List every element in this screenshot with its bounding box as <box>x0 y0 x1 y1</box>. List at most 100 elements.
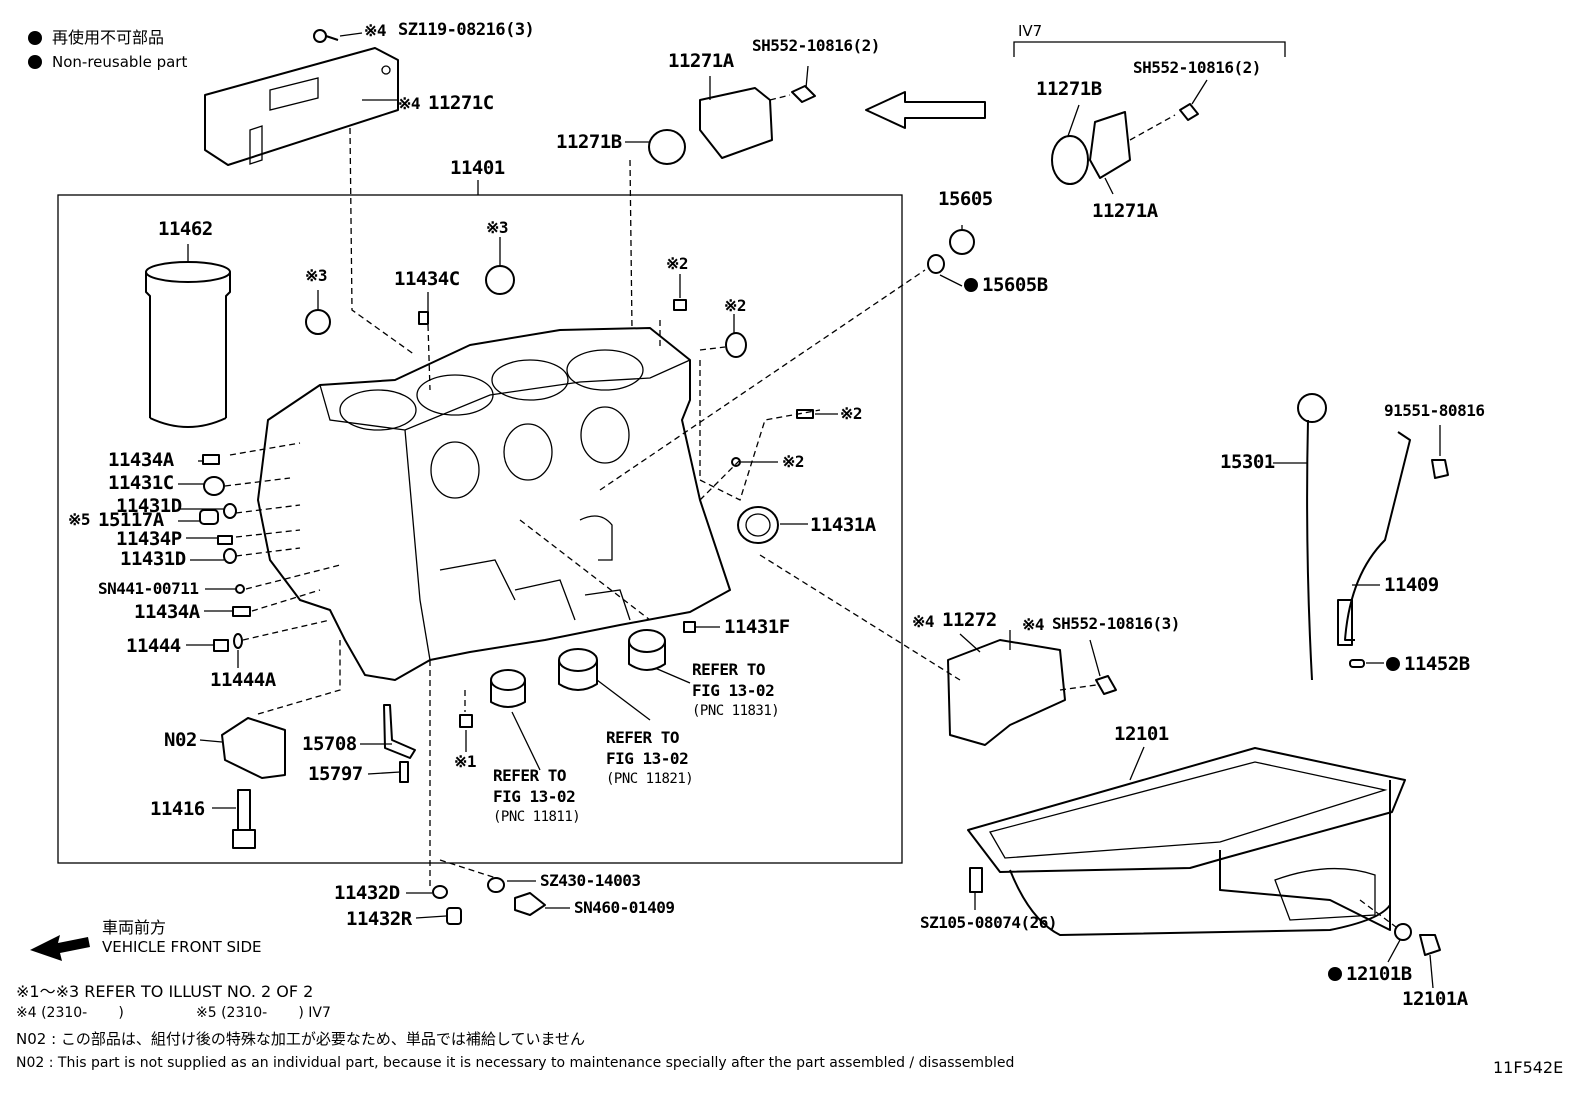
label-11431d-2: 11431D <box>120 548 186 570</box>
label-11271b-right: 11271B <box>1036 78 1102 100</box>
label-sn460: SN460-01409 <box>574 898 675 917</box>
oil-pan-12101 <box>967 747 1406 936</box>
legend-dot-icon <box>28 55 42 69</box>
note-n02-en: N02 : This part is not supplied as an in… <box>16 1055 1015 1071</box>
label-sh552-mid: SH552-10816(3) <box>1052 614 1180 633</box>
label-sh552-top: SH552-10816(2) <box>752 36 880 55</box>
mark4-sh552-mid: ※4 <box>1022 615 1045 634</box>
refer-11821-line2: FIG 13-02 <box>606 749 689 768</box>
washer-sz430 <box>487 877 505 893</box>
guide-11409 <box>1337 431 1411 646</box>
bearing-11811 <box>490 669 526 708</box>
non-reusable-dot-icon <box>964 278 978 292</box>
label-n02: N02 <box>164 729 197 751</box>
label-11401: 11401 <box>450 157 505 179</box>
refer-11811-line2: FIG 13-02 <box>493 787 576 806</box>
cylinder-liner-11462 <box>145 261 231 428</box>
bolt-sh552-mid <box>1095 675 1117 695</box>
note-refer: ※1～※3 REFER TO ILLUST NO. 2 OF 2 <box>16 982 314 1001</box>
cover-11271a-top <box>699 87 773 159</box>
legend-dot-icon <box>28 31 42 45</box>
arrow-left-icon <box>865 91 986 129</box>
note-mark4: ※4 (2310- ) <box>16 1005 124 1021</box>
label-sh552-right: SH552-10816(2) <box>1133 58 1261 77</box>
vehicle-front-arrow-icon <box>30 935 90 961</box>
pin-2b <box>673 299 687 311</box>
label-11432r: 11432R <box>346 908 412 930</box>
refer-11831-line3: (PNC 11831) <box>692 703 780 719</box>
label-sz430: SZ430-14003 <box>540 871 641 890</box>
iv7-bracket <box>1013 41 1286 57</box>
label-15605: 15605 <box>938 188 993 210</box>
pin-sn441 <box>235 584 245 594</box>
label-15605b-text: 15605B <box>982 274 1048 296</box>
ring-11444a <box>233 633 243 649</box>
label-11434p: 11434P <box>116 528 182 550</box>
mark2-b: ※2 <box>724 296 747 315</box>
non-reusable-dot-icon <box>1386 657 1400 671</box>
label-15301: 15301 <box>1220 451 1275 473</box>
note-mark5: ※5 (2310- ) IV7 <box>196 1005 331 1021</box>
cover-11272 <box>947 639 1066 746</box>
figure-id: 11F542E <box>1493 1058 1564 1077</box>
pin-11434a-1 <box>202 454 220 465</box>
plug-11431d-2 <box>223 548 237 564</box>
cover-11271a-right <box>1089 111 1131 179</box>
pin-mark1 <box>459 714 473 728</box>
pin-11434c <box>418 311 429 325</box>
label-11271a-top: 11271A <box>668 50 734 72</box>
label-15797: 15797 <box>308 763 363 785</box>
pin-11434a-2 <box>232 606 251 617</box>
label-12101: 12101 <box>1114 723 1169 745</box>
front-en: VEHICLE FRONT SIDE <box>102 938 262 956</box>
bolt-91551 <box>1431 459 1449 479</box>
washer-12101b <box>1394 923 1412 941</box>
refer-11811-line1: REFER TO <box>493 766 567 785</box>
ring-11271b-top <box>648 129 686 165</box>
label-11462: 11462 <box>158 218 213 240</box>
label-11434a-2: 11434A <box>134 601 200 623</box>
bearing-cap-n02 <box>221 717 286 779</box>
bolt-sn460 <box>514 892 546 916</box>
non-reusable-dot-icon <box>1328 967 1342 981</box>
label-11431a: 11431A <box>810 514 876 536</box>
mark4-11271c: ※4 <box>398 94 421 113</box>
label-11452b: 11452B <box>1386 655 1470 674</box>
label-sn441: SN441-00711 <box>98 579 199 598</box>
plug-11432d <box>432 885 448 899</box>
bolt-sz119 <box>313 29 339 43</box>
label-11434a-1: 11434A <box>108 449 174 471</box>
legend-en: Non-reusable part <box>52 53 188 71</box>
bolt-sz105 <box>969 867 983 893</box>
label-sz119: SZ119-08216(3) <box>398 20 535 40</box>
label-sz105: SZ105-08074(26) <box>920 913 1058 932</box>
label-15117a: 15117A <box>98 509 164 531</box>
label-11409: 11409 <box>1384 574 1439 596</box>
plug-3a <box>305 309 331 335</box>
label-11416: 11416 <box>150 798 205 820</box>
mark3-b: ※3 <box>486 218 509 237</box>
label-11431d-1: 11431D <box>116 495 182 517</box>
refer-11821: REFER TO FIG 13-02 (PNC 11821) <box>606 727 694 790</box>
pin-2d <box>731 457 741 467</box>
plug-11431c <box>203 476 225 496</box>
bolt-sh552-top <box>791 85 816 103</box>
refer-11811-line3: (PNC 11811) <box>493 809 581 825</box>
pin-11431f <box>683 621 696 633</box>
label-11434c: 11434C <box>394 268 460 290</box>
refer-11831-line1: REFER TO <box>692 660 766 679</box>
refer-11811: REFER TO FIG 13-02 (PNC 11811) <box>493 765 581 828</box>
label-11444: 11444 <box>126 635 181 657</box>
label-11271a-right: 11271A <box>1092 200 1158 222</box>
legend-jp: 再使用不可部品 <box>52 28 165 47</box>
ring-11452b <box>1349 659 1365 668</box>
plug-11431d-1 <box>223 503 237 519</box>
label-11444a: 11444A <box>210 669 276 691</box>
front-jp: 車両前方 <box>102 918 167 937</box>
note-n02-jp: N02 : この部品は、組付け後の特殊な加工が必要なため、単品では補給していませ… <box>16 1030 586 1048</box>
mark1: ※1 <box>454 752 477 771</box>
washer-15605b <box>927 254 945 274</box>
refer-11821-line3: (PNC 11821) <box>606 771 694 787</box>
